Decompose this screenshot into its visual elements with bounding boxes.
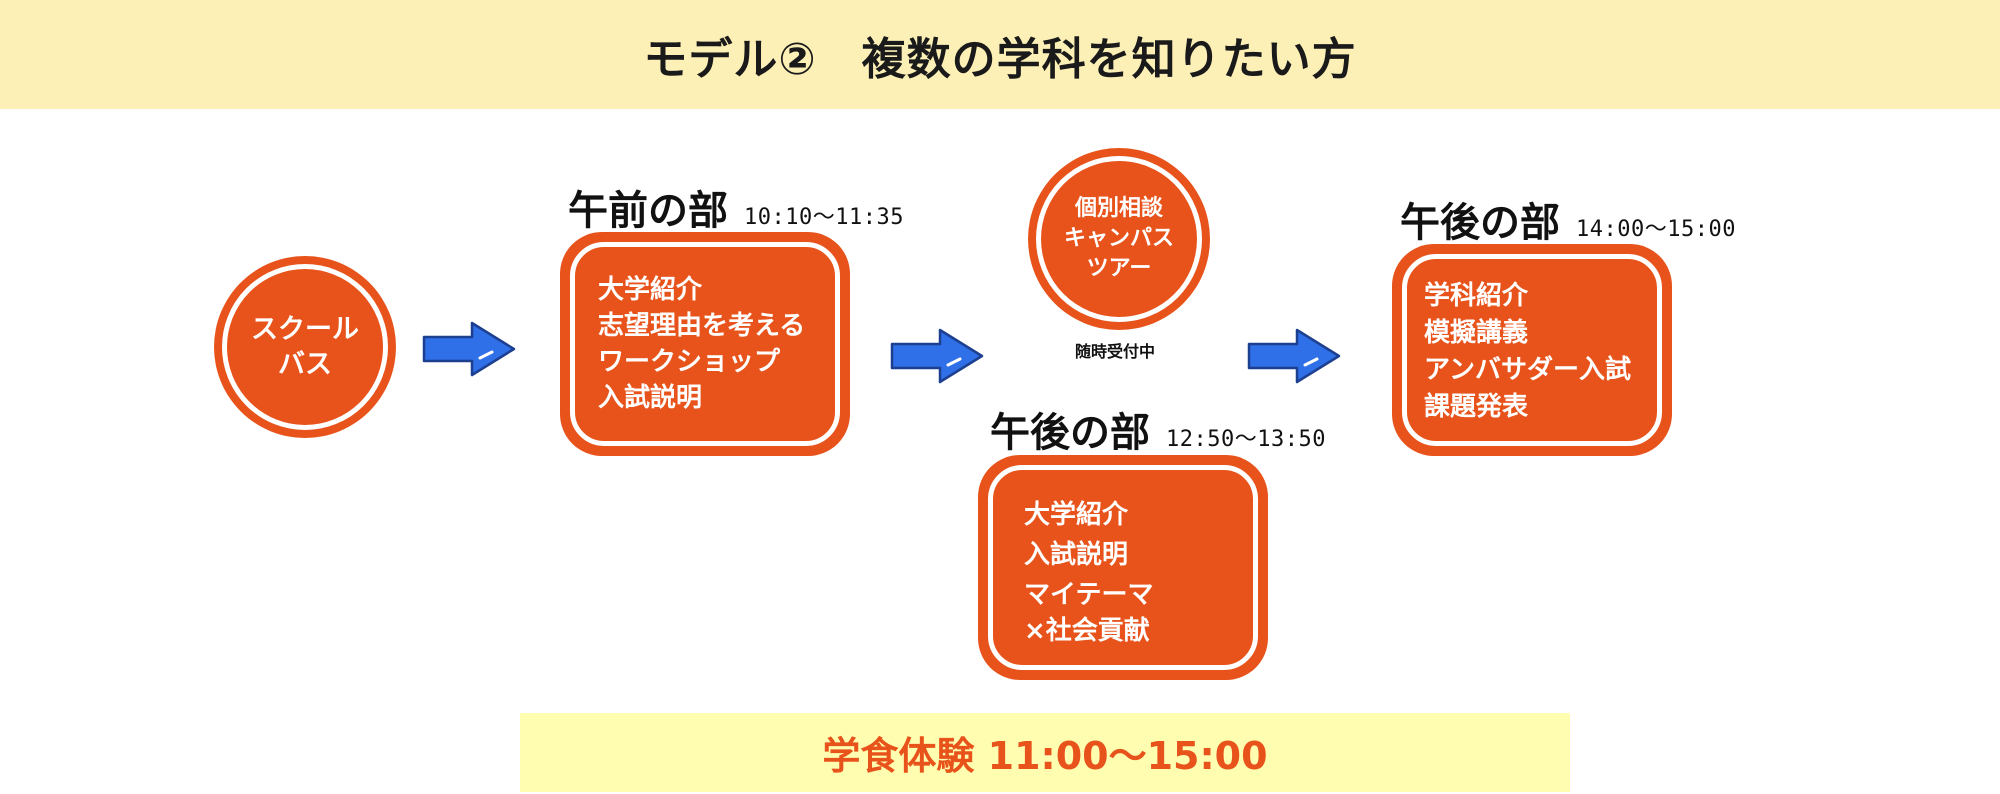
afternoon-a-session-title: 午後の部 12:50～13:50 (990, 400, 1326, 458)
cafeteria-banner: 学食体験 11:00～15:00 (520, 713, 1570, 792)
morning-session-title: 午前の部 10:10～11:35 (568, 178, 904, 236)
list-item: 大学紹介 (598, 275, 703, 305)
list-item: 大学紹介 (1024, 500, 1129, 530)
list-item: 入試説明 (598, 383, 703, 413)
cafeteria-text: 学食体験 11:00～15:00 (822, 734, 1268, 778)
list-item: ワークショップ (598, 347, 781, 377)
afternoon-a-time: 12:50～13:50 (1166, 427, 1326, 452)
afternoon-b-time: 14:00～15:00 (1576, 217, 1736, 242)
morning-items: 大学紹介 志望理由を考える ワークショップ 入試説明 (598, 272, 805, 416)
list-item: マイテーマ (1024, 580, 1154, 610)
circle-ring (1036, 156, 1202, 322)
circle-ring (222, 264, 388, 430)
morning-session-box: 大学紹介 志望理由を考える ワークショップ 入試説明 (560, 232, 850, 456)
page-title: モデル② 複数の学科を知りたい方 (643, 33, 1357, 85)
consult-note: 随時受付中 (1075, 342, 1156, 361)
morning-time: 10:10～11:35 (744, 205, 904, 230)
afternoon-a-title: 午後の部 (990, 410, 1150, 456)
afternoon-a-items: 大学紹介 入試説明 マイテーマ ×社会貢献 (1024, 497, 1153, 649)
afternoon-b-items: 学科紹介 模擬講義 アンバサダー入試 課題発表 (1424, 278, 1631, 426)
list-item: ×社会貢献 (1024, 616, 1150, 646)
list-item: 模擬講義 (1424, 318, 1529, 348)
school-bus-label-line1: スクール (251, 313, 359, 345)
list-item: 志望理由を考える (598, 311, 806, 341)
afternoon-b-session-box: 学科紹介 模擬講義 アンバサダー入試 課題発表 (1392, 244, 1672, 456)
arrow-right-icon (422, 321, 516, 377)
list-item: 学科紹介 (1424, 281, 1529, 311)
afternoon-a-session-box: 大学紹介 入試説明 マイテーマ ×社会貢献 (978, 455, 1268, 680)
consult-line2: キャンパス (1063, 226, 1174, 252)
arrow-right-icon (890, 328, 984, 384)
list-item: アンバサダー入試 (1424, 355, 1631, 385)
school-bus-label-line2: バス (278, 349, 332, 380)
afternoon-b-title: 午後の部 (1400, 200, 1560, 246)
consultation-circle: 個別相談 キャンパス ツアー (1028, 148, 1210, 330)
school-bus-circle: スクール バス (214, 256, 396, 438)
list-item: 入試説明 (1024, 540, 1129, 570)
list-item: 課題発表 (1424, 392, 1529, 422)
consult-line1: 個別相談 (1074, 196, 1163, 222)
header-banner: モデル② 複数の学科を知りたい方 (0, 0, 2000, 109)
arrow-right-icon (1247, 328, 1341, 384)
morning-title: 午前の部 (568, 188, 728, 234)
afternoon-b-session-title: 午後の部 14:00～15:00 (1400, 190, 1736, 248)
consult-line3: ツアー (1086, 255, 1152, 281)
